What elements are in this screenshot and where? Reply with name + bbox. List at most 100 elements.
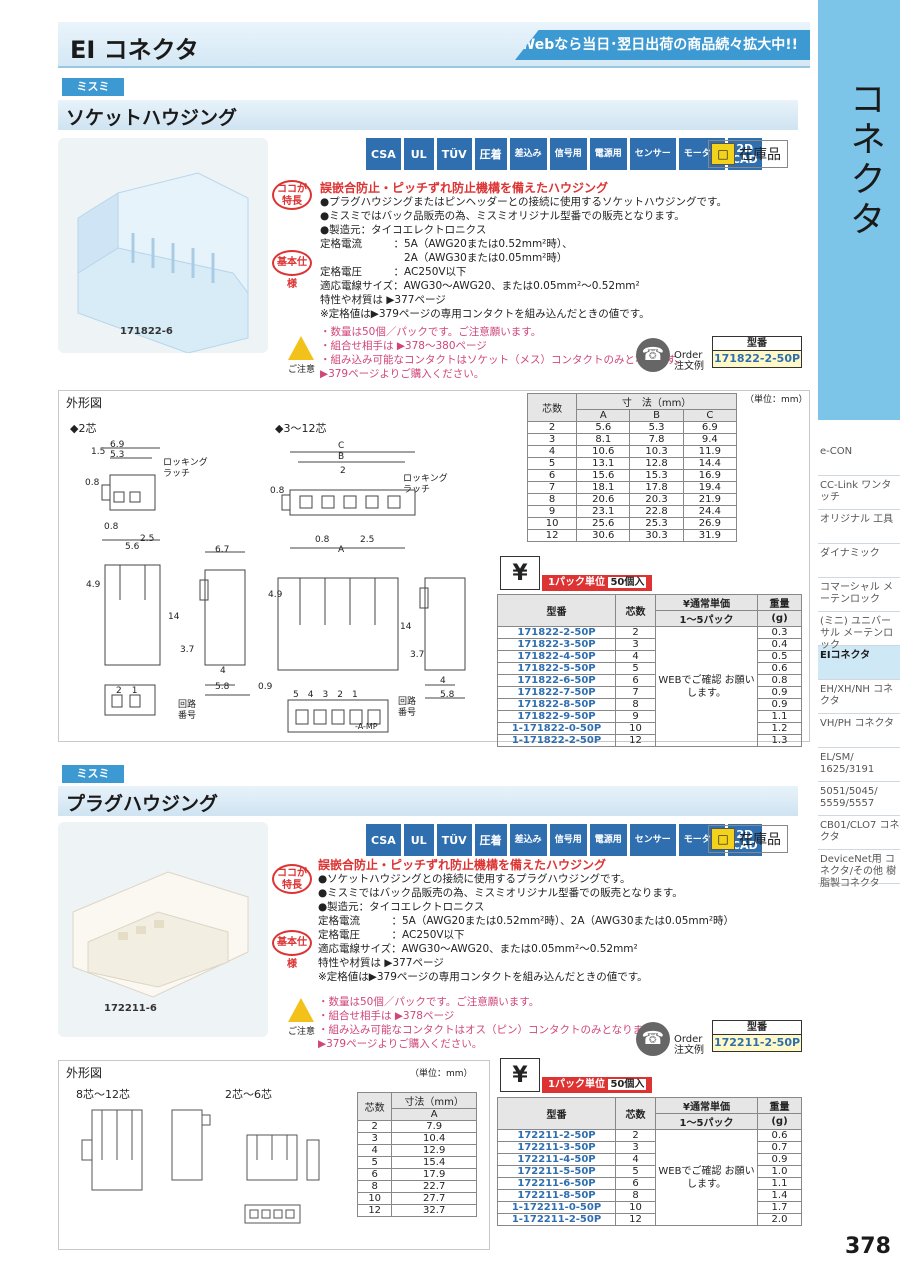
table-cell: 26.9 (682, 517, 738, 530)
dim-label: 0.9 (258, 682, 273, 692)
plug-housing-image (72, 871, 249, 998)
feature-line: ●製造元：タイコエレクトロニクス (320, 224, 487, 236)
part-number-link[interactable]: 171822-5-50P (497, 662, 616, 675)
side-nav-item[interactable]: DeviceNet用 コネクタ/その他 樹脂製コネクタ (818, 850, 900, 889)
table-cell: 30.3 (629, 529, 684, 542)
order-value: 172211-2-50P (713, 1035, 801, 1051)
part-number-link[interactable]: 1-172211-0-50P (497, 1201, 616, 1214)
caution-block: ご注意 (288, 336, 315, 375)
table-cell: 4 (526, 445, 578, 458)
table-cell: 10.6 (576, 445, 631, 458)
side-nav-item[interactable]: ダイナミック (818, 544, 900, 578)
pin-count: 10 (615, 722, 656, 735)
feature-line: ▶379ページよりご購入ください。 (320, 368, 485, 380)
part-number-link[interactable]: 1-172211-2-50P (497, 1213, 616, 1226)
price-note: WEBでご確認 お願いします。 (655, 626, 758, 747)
part-number-link[interactable]: 171822-7-50P (497, 686, 616, 699)
table-cell: 15.6 (576, 469, 631, 482)
socket-housing-image (77, 172, 249, 354)
side-nav-item[interactable]: EH/XH/NH コネクタ (818, 680, 900, 714)
feature-line: ●ミスミではバック品販売の為、ミスミオリジナル型番での販売となります。 (320, 210, 685, 222)
order-head: 型番 (713, 337, 801, 351)
pin-count: 6 (615, 674, 656, 687)
dim-label: 4.9 (268, 590, 283, 600)
side-nav-item[interactable]: コマーシャル メーテンロック (818, 578, 900, 612)
table-cell: 21.9 (682, 493, 738, 506)
table-cell: 3 (356, 1132, 393, 1145)
part-number-link[interactable]: 172211-5-50P (497, 1165, 616, 1178)
spec-badge: 基本仕様 (272, 930, 312, 970)
table-cell: 7.8 (629, 433, 684, 446)
side-nav-item[interactable]: オリジナル 工具 (818, 510, 900, 544)
part-number-link[interactable]: 171822-4-50P (497, 650, 616, 663)
weight: 0.5 (757, 650, 802, 663)
product-photo (58, 138, 268, 354)
side-nav-item[interactable]: 5051/5045/ 5559/5557 (818, 782, 900, 816)
part-number-link[interactable]: 1-171822-0-50P (497, 722, 616, 735)
section-bar (58, 100, 798, 130)
dim-label: 2 (340, 466, 346, 476)
feature-line: ●プラグハウジングまたはピンヘッダーとの接続に使用するソケットハウジングです。 (320, 196, 728, 208)
yen-icon: ¥ (500, 1058, 540, 1092)
part-number-link[interactable]: 172211-4-50P (497, 1153, 616, 1166)
table-cell: 11.9 (682, 445, 738, 458)
drawing-2pin-label: ◆2芯 (70, 422, 97, 435)
feature-line: 適応電線サイズ：AWG30～AWG20、または0.05mm²～0.52mm² (320, 280, 640, 292)
page-number: 378 (845, 1234, 891, 1259)
weight: 0.3 (757, 626, 802, 639)
dim-label: 0.8 (104, 522, 119, 532)
web-banner[interactable]: Webなら当日･翌日出荷の商品続々拡大中!! (515, 30, 810, 60)
part-number-link[interactable]: 172211-8-50P (497, 1189, 616, 1202)
insert-icon: 差込み (509, 138, 547, 170)
part-number-link[interactable]: 171822-3-50P (497, 638, 616, 651)
part-number-link[interactable]: 171822-6-50P (497, 674, 616, 687)
weight: 0.9 (757, 1153, 802, 1166)
side-category-label: コネクタ (844, 80, 885, 240)
weight: 1.7 (757, 1201, 802, 1214)
yen-icon: ¥ (500, 556, 540, 590)
locking-latch-label: ロッキング ラッチ (163, 458, 208, 479)
dim-label: 2.5 (360, 535, 375, 545)
table-cell: 12.8 (629, 457, 684, 470)
feature-line: 定格電流 ：5A（AWG20または0.52mm²時）、 (320, 238, 573, 250)
side-nav-item[interactable]: EIコネクタ (818, 646, 900, 680)
part-number-link[interactable]: 172211-2-50P (497, 1129, 616, 1142)
sensor-icon: センサー (629, 138, 676, 170)
stock-label: 在庫品 (739, 832, 781, 848)
part-number-link[interactable]: 172211-6-50P (497, 1177, 616, 1190)
feature-line: ・数量は50個／パックです。ご注意願います。 (320, 326, 542, 338)
table-cell: 5.6 (576, 421, 631, 434)
weight: 0.9 (757, 698, 802, 711)
part-number-link[interactable]: 1-171822-2-50P (497, 734, 616, 747)
drawing-26-label: 2芯～6芯 (225, 1088, 272, 1101)
feature-line: 定格電圧 ：AC250V以下 (320, 266, 467, 278)
part-number-link[interactable]: 171822-8-50P (497, 698, 616, 711)
weight: 1.1 (757, 710, 802, 723)
feature-badge: ココが 特長 (272, 864, 312, 894)
side-nav-item[interactable]: CC-Link ワンタッチ (818, 476, 900, 510)
pack-unit: 1パック単位 50個入 (542, 575, 653, 591)
dim-label: 2.5 (140, 534, 155, 544)
side-nav-item[interactable]: EL/SM/ 1625/3191 (818, 748, 900, 782)
part-number-link[interactable]: 171822-2-50P (497, 626, 616, 639)
table-cell: 2 (356, 1120, 393, 1133)
part-number-link[interactable]: 172211-3-50P (497, 1141, 616, 1154)
side-nav-item[interactable]: e-CON (818, 442, 900, 476)
side-nav-item[interactable]: (ミニ) ユニバーサル メーテンロック (818, 612, 900, 651)
drawing-multi-label: ◆3～12芯 (275, 422, 327, 435)
side-nav-item[interactable]: VH/PH コネクタ (818, 714, 900, 748)
side-nav-item[interactable]: CB01/CLO7 コネクタ (818, 816, 900, 850)
part-number-link[interactable]: 171822-9-50P (497, 710, 616, 723)
weight: 1.2 (757, 722, 802, 735)
table-cell: 10.4 (391, 1132, 477, 1145)
table-cell: 9.4 (682, 433, 738, 446)
